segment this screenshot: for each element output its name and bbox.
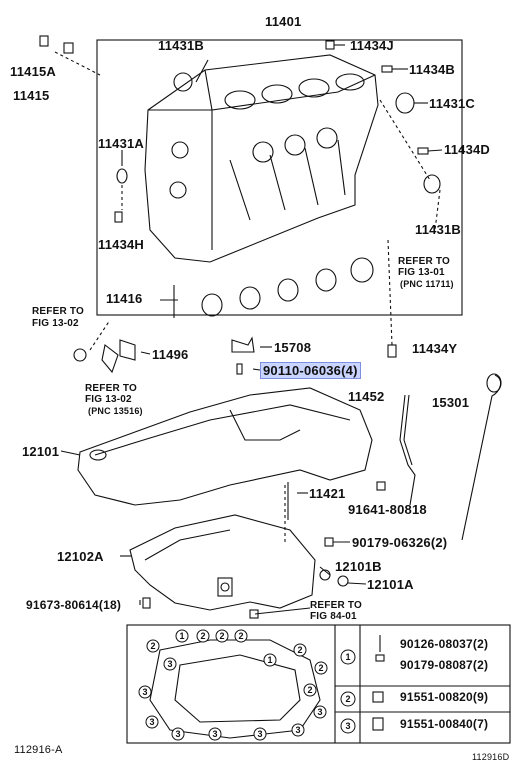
svg-text:2: 2 [345, 694, 350, 704]
refer-3-line2[interactable]: FIG 13-01 [398, 267, 445, 278]
svg-text:3: 3 [149, 717, 154, 727]
svg-text:2: 2 [150, 641, 155, 651]
part-label-91673[interactable]: 91673-80614(18) [26, 598, 122, 612]
svg-text:2: 2 [219, 631, 224, 641]
svg-text:3: 3 [142, 687, 147, 697]
svg-text:2: 2 [297, 645, 302, 655]
marker-1: 1 [175, 629, 189, 643]
part-label-11434y[interactable]: 11434Y [412, 341, 458, 356]
part-label-11421[interactable]: 11421 [309, 486, 346, 501]
plug-11431B-right [423, 174, 441, 194]
svg-text:3: 3 [345, 721, 350, 731]
legend-frame [126, 624, 511, 744]
marker-1: 3 [171, 727, 185, 741]
svg-text:1: 1 [179, 631, 184, 641]
part-label-11416[interactable]: 11416 [106, 291, 143, 306]
part-label-12101a[interactable]: 12101A [367, 577, 414, 592]
part-label-11401[interactable]: 11401 [265, 14, 302, 29]
part-label-91641[interactable]: 91641-80818 [348, 502, 427, 517]
svg-text:1: 1 [267, 655, 272, 665]
part-label-15708[interactable]: 15708 [274, 340, 312, 355]
svg-text:2: 2 [307, 685, 312, 695]
refer-2-line2[interactable]: FIG 13-02 [85, 394, 132, 405]
marker-1: 2 [303, 683, 317, 697]
figure-id-left: 112916-A [14, 744, 63, 756]
oil-pan-upper [77, 387, 373, 506]
part-label-90110-highlighted[interactable]: 90110-06036(4) [260, 362, 361, 379]
part-label-11431a[interactable]: 11431A [98, 136, 145, 151]
part-label-11434b[interactable]: 11434B [409, 62, 456, 77]
refer-4-line1: REFER TO [310, 600, 362, 611]
part-label-11452[interactable]: 11452 [348, 389, 385, 404]
part-label-11415a[interactable]: 11415A [10, 64, 57, 79]
refer-1-line1: REFER TO [32, 306, 84, 317]
oil-pan-lower [129, 514, 316, 611]
part-label-11434j[interactable]: 11434J [350, 38, 394, 53]
svg-text:2: 2 [238, 631, 243, 641]
marker-1: 2 [293, 643, 307, 657]
plug-11434B [381, 65, 393, 73]
refer-4-line2[interactable]: FIG 84-01 [310, 611, 357, 622]
part-label-90179-06326[interactable]: 90179-06326(2) [352, 535, 448, 550]
refer-3-line1: REFER TO [398, 256, 450, 267]
marker-1: 3 [291, 723, 305, 737]
part-label-11496[interactable]: 11496 [152, 347, 189, 362]
marker-1: 3 [145, 715, 159, 729]
legend-marker-1: 1 [340, 649, 356, 665]
marker-1: 3 [253, 727, 267, 741]
dipstick-guide [399, 394, 416, 506]
engine-block [144, 54, 379, 263]
marker-1: 2 [196, 629, 210, 643]
svg-text:3: 3 [317, 707, 322, 717]
marker-1: 3 [163, 657, 177, 671]
figure-id-right: 112916D [472, 752, 510, 762]
legend-marker-3: 3 [340, 718, 356, 734]
legend-marker-2: 2 [340, 691, 356, 707]
svg-text:2: 2 [318, 663, 323, 673]
marker-1: 3 [208, 727, 222, 741]
svg-text:3: 3 [167, 659, 172, 669]
svg-text:3: 3 [295, 725, 300, 735]
plug-11434H [114, 211, 123, 223]
marker-1: 2 [215, 629, 229, 643]
oil-pump-bracket [231, 336, 255, 353]
refer-3-line3: (PNC 11711) [400, 279, 454, 289]
svg-text:2: 2 [200, 631, 205, 641]
part-label-11431b-right[interactable]: 11431B [415, 222, 462, 237]
legend-row-1-part-b[interactable]: 90179-08087(2) [400, 658, 489, 672]
part-label-12102a[interactable]: 12102A [57, 549, 104, 564]
legend-row-3-part-a[interactable]: 91551-00840(7) [400, 717, 489, 731]
refer-2-line1: REFER TO [85, 383, 137, 394]
refer-2-line3: (PNC 13516) [88, 406, 143, 416]
marker-1: 2 [146, 639, 160, 653]
marker-1: 3 [138, 685, 152, 699]
part-label-15301[interactable]: 15301 [432, 395, 470, 410]
svg-text:3: 3 [212, 729, 217, 739]
marker-1: 3 [313, 705, 327, 719]
legend-row-2-part-a[interactable]: 91551-00820(9) [400, 690, 489, 704]
part-label-11434h[interactable]: 11434H [98, 237, 145, 252]
part-label-12101b[interactable]: 12101B [335, 559, 382, 574]
svg-text:3: 3 [257, 729, 262, 739]
legend-row-1-part-a[interactable]: 90126-08037(2) [400, 637, 489, 651]
plug-11434J [325, 40, 335, 50]
block-frame [96, 39, 463, 316]
part-label-12101[interactable]: 12101 [22, 444, 60, 459]
marker-1: 2 [314, 661, 328, 675]
part-label-11431c[interactable]: 11431C [429, 96, 476, 111]
part-label-11431b-top[interactable]: 11431B [158, 38, 205, 53]
plug-11431B [173, 72, 193, 92]
marker-1: 2 [234, 629, 248, 643]
part-label-11415[interactable]: 11415 [13, 88, 50, 103]
plug-11431A [116, 168, 128, 184]
svg-text:3: 3 [175, 729, 180, 739]
refer-1-line2[interactable]: FIG 13-02 [32, 318, 79, 329]
svg-text:1: 1 [345, 652, 350, 662]
marker-group: 1 2 2 2 2 3 1 2 2 3 2 3 3 3 3 3 3 1 2 3 [138, 629, 356, 741]
plug-11431C [395, 92, 415, 114]
marker-1: 1 [263, 653, 277, 667]
plug-11434D [417, 147, 429, 155]
part-label-11434d[interactable]: 11434D [444, 142, 491, 157]
